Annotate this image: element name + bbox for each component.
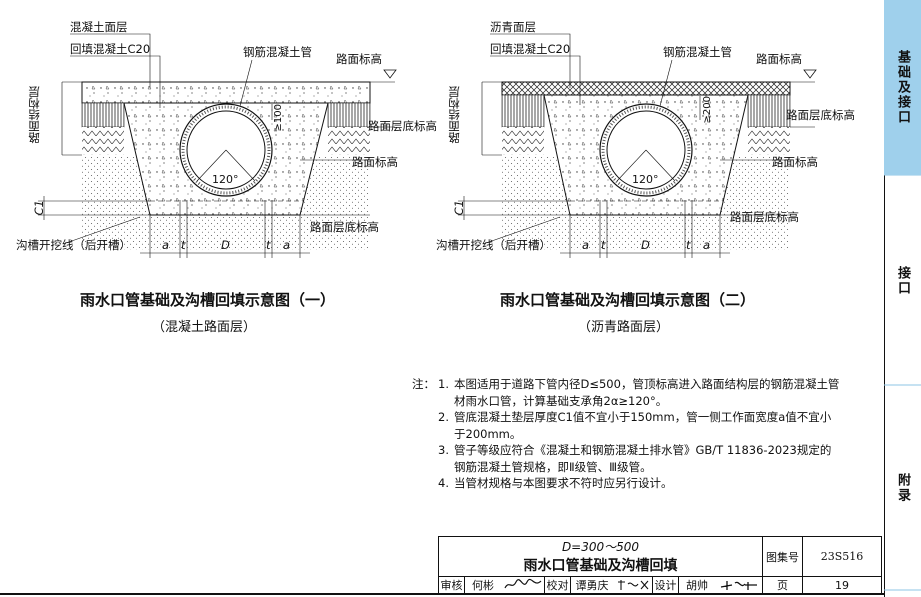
note-item: 2. 管底混凝土垫层厚度C1值不宜小于150mm，管一侧工作面宽度a值不宜小于2… [412,409,842,442]
page-bottom-border [0,593,884,595]
page-label: 页 [763,577,803,593]
fig1-base-elev-label: 路面层底标高 [368,119,437,133]
note-number: 2. [438,410,449,424]
fig2-dim-t2: t [686,238,691,252]
title-block: D=300～500 雨水口管基础及沟槽回填 图集号 23S516 审核 何彬 校… [438,536,882,594]
fig1-dim-a1: a [162,238,170,252]
title-line-1: D=300～500 [561,540,640,554]
sidebar-tab-appendix[interactable]: 附录 [884,386,921,590]
note-text: 管子等级应符合《混凝土和钢筋混凝土排水管》GB/T 11836-2023规定的钢… [454,443,832,474]
atlas-label: 图集号 [763,537,803,577]
note-number: 3. [438,443,449,457]
fig1-dim-t2: t [266,238,271,252]
fig2-struct-layer-label: 路面结构层 [447,86,461,144]
fig2-dim-a2: a [703,238,711,252]
fig2-backfill-label: 回填混凝土C20 [490,42,571,56]
design-signature [715,577,763,593]
sidebar-tab-joint-label: 接口 [895,265,910,296]
page-number: 19 [835,578,849,592]
figure-1-drawing [38,33,397,258]
sidebar: 基础及接口 接口 附录 [884,0,921,597]
figure-2-title: 雨水口管基础及沟槽回填示意图（二） [500,291,756,309]
fig1-dim-d: D [221,238,230,252]
note-item: 4. 当管材规格与本图要求不符时应另行设计。 [412,475,842,492]
notes-block: 注： 1. 本图适用于道路下管内径D≤500，管顶标高进入路面结构层的钢筋混凝土… [412,376,842,492]
design-name: 胡帅 [686,579,708,592]
check-label: 校对 [545,577,571,593]
check-name: 谭勇庆 [575,579,609,592]
figure-2-subtitle: （沥青路面层） [578,320,670,335]
sidebar-tab-joint[interactable]: 接口 [884,176,921,385]
fig2-dim-200: ≥200 [702,96,713,124]
fig1-backfill-label: 回填混凝土C20 [70,42,151,56]
review-signature [501,577,545,593]
fig2-base-elev-label-2: 路面层底标高 [730,210,799,224]
note-number: 4. [438,476,449,490]
fig1-trench-line-label: 沟槽开挖线（后开槽） [16,238,131,252]
fig2-angle-label: 120° [632,173,659,186]
fig2-road-elev-label: 路面标高 [756,52,802,66]
note-text: 当管材规格与本图要求不符时应另行设计。 [454,476,673,490]
fig1-pipe-label: 钢筋混凝土管 [243,45,312,59]
fig1-surface-label: 混凝土面层 [70,20,128,34]
fig1-dim-a2: a [283,238,291,252]
fig2-dim-c1: C1 [452,200,466,216]
fig2-trench-line-label: 沟槽开挖线（后开槽） [436,238,551,252]
fig2-base-elev-label: 路面层底标高 [786,108,855,122]
fig1-struct-layer-label: 路面结构层 [27,86,41,144]
fig2-dim-d: D [641,238,650,252]
note-item: 注： 1. 本图适用于道路下管内径D≤500，管顶标高进入路面结构层的钢筋混凝土… [412,376,842,409]
note-text: 管底混凝土垫层厚度C1值不宜小于150mm，管一侧工作面宽度a值不宜小于200m… [454,410,832,441]
figure-2-drawing [458,33,817,258]
atlas-number: 23S516 [803,537,881,577]
figure-1-title: 雨水口管基础及沟槽回填示意图（一） [80,291,336,309]
fig2-surface-label: 沥青面层 [490,20,536,34]
fig1-dim-c1: C1 [32,200,46,216]
fig1-base-elev-label-2: 路面层底标高 [310,220,379,234]
sidebar-tab-appendix-label: 附录 [895,473,910,503]
fig2-road-elev-label-2: 路面标高 [772,155,818,169]
figure-1-subtitle: （混凝土路面层） [152,320,257,335]
review-label: 审核 [439,577,465,593]
check-signature [613,577,653,593]
fig2-dim-t1: t [601,238,606,252]
note-number: 1. [438,377,449,391]
title-line-2: 雨水口管基础及沟槽回填 [523,558,678,574]
note-text: 本图适用于道路下管内径D≤500，管顶标高进入路面结构层的钢筋混凝土管材雨水口管… [454,377,840,408]
fig1-dim-t1: t [181,238,186,252]
sidebar-tab-foundation[interactable]: 基础及接口 [884,0,921,175]
review-name: 何彬 [472,579,494,592]
title-block-title: D=300～500 雨水口管基础及沟槽回填 [439,537,763,577]
sidebar-tab-foundation-label: 基础及接口 [895,50,910,125]
design-label: 设计 [653,577,679,593]
fig2-dim-a1: a [582,238,590,252]
fig1-road-elev-label-2: 路面标高 [352,155,398,169]
fig1-dim-100: ≥100 [273,104,284,132]
note-item: 3. 管子等级应符合《混凝土和钢筋混凝土排水管》GB/T 11836-2023规… [412,442,842,475]
notes-prefix: 注： [412,377,435,391]
fig1-road-elev-label: 路面标高 [336,52,382,66]
fig2-pipe-label: 钢筋混凝土管 [663,45,732,59]
fig1-angle-label: 120° [212,173,239,186]
